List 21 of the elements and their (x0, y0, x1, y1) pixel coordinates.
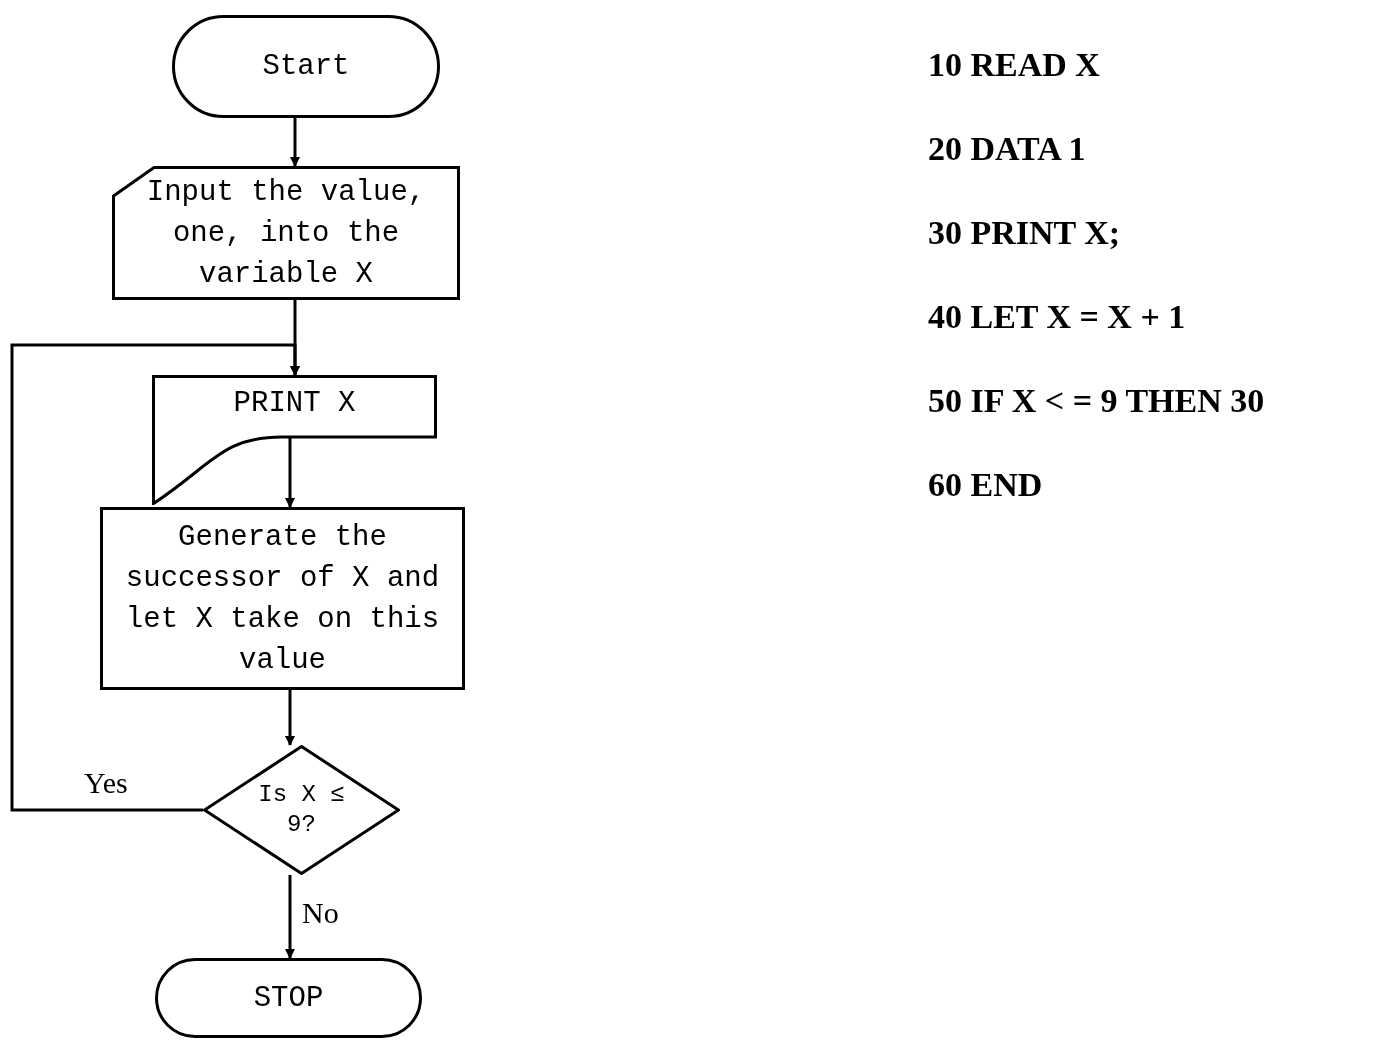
node-text: STOP (252, 980, 325, 1017)
manual-input-shape (112, 166, 460, 300)
node-text: Is X ≤ 9? (257, 780, 346, 840)
code-line: 40 LET X = X + 1 (928, 297, 1186, 337)
code-line: 60 END (928, 465, 1043, 505)
arrow (285, 437, 295, 508)
node-text: Input the value, one, into the variable X (145, 174, 427, 293)
code-line: 10 READ X (928, 45, 1100, 85)
arrow (10, 343, 300, 812)
node-text: Generate the successor of X and let X take on this value (124, 519, 441, 679)
arrow (290, 118, 300, 167)
document-shape (152, 375, 437, 505)
decision-diamond (203, 745, 400, 875)
process-box (100, 507, 465, 690)
node-text: Start (261, 49, 351, 85)
code-line: 30 PRINT X; (928, 213, 1121, 253)
arrow (285, 690, 295, 746)
code-line: 20 DATA 1 (928, 129, 1086, 169)
code-line: 50 IF X < = 9 THEN 30 (928, 381, 1265, 421)
node-text: PRINT X (232, 386, 357, 422)
arrow (285, 875, 295, 959)
